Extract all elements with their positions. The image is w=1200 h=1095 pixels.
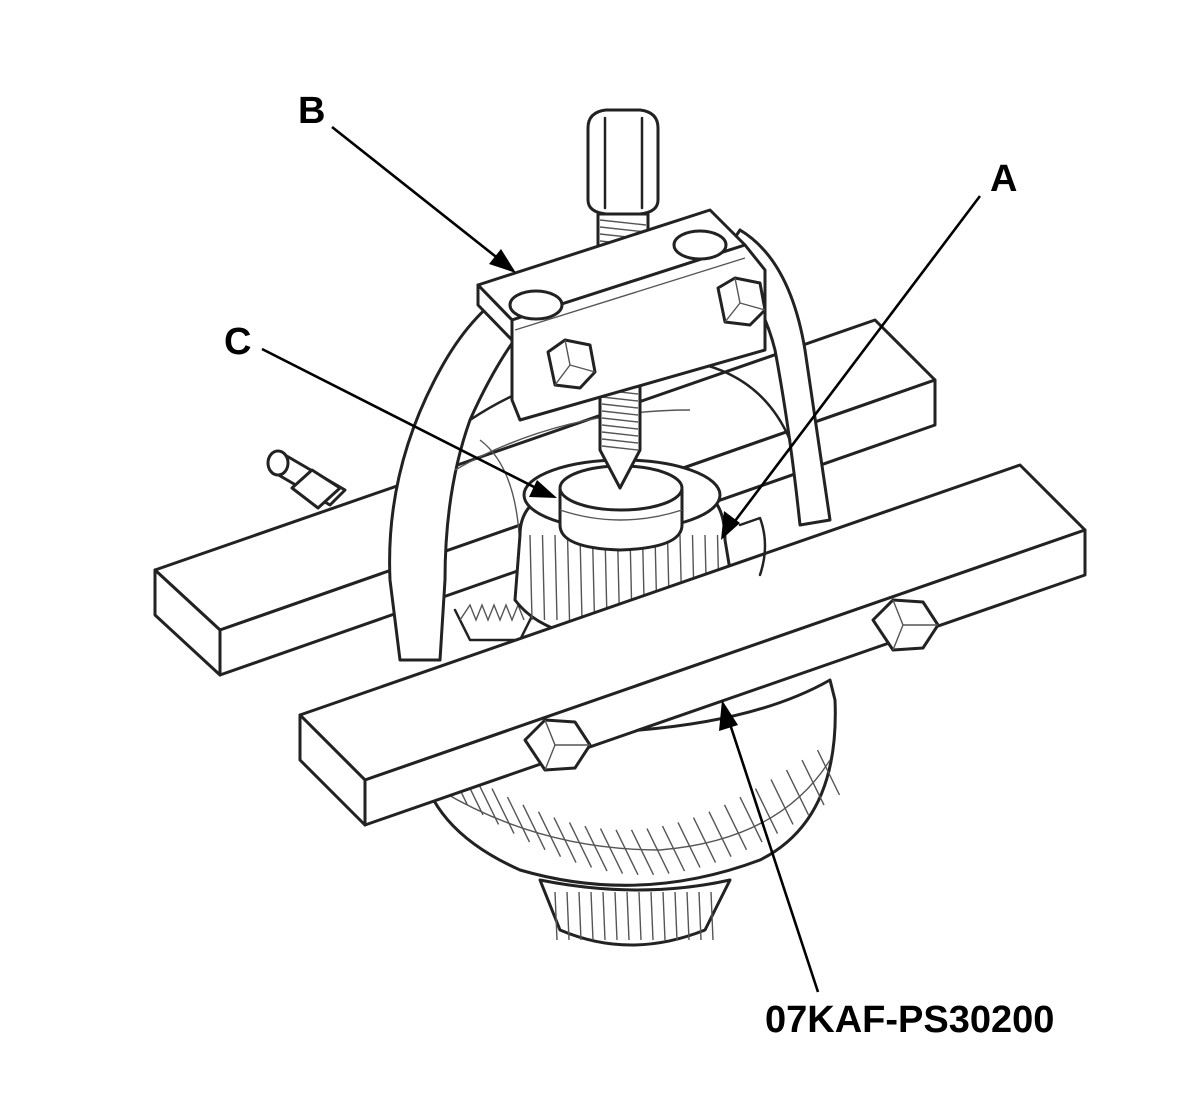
callout-leader-c [261, 347, 557, 498]
callout-leader-b [331, 125, 516, 273]
callout-leader-tool [719, 700, 820, 993]
callout-label-c: C [224, 321, 251, 363]
crossbar-nut-left [546, 338, 597, 390]
front-bar-nut-left [523, 718, 592, 772]
callout-label-b: B [298, 90, 325, 132]
push-attachment [558, 464, 684, 552]
rear-stud [266, 449, 347, 510]
callout-leader-a [721, 195, 982, 540]
front-bar-nut-right [871, 598, 940, 652]
callout-label-tool: 07KAF-PS30200 [765, 999, 1054, 1041]
lower-bearing [538, 878, 732, 947]
callout-label-a: A [990, 158, 1017, 200]
crossbar-nut-right [716, 276, 767, 327]
differential-carrier [453, 598, 542, 642]
